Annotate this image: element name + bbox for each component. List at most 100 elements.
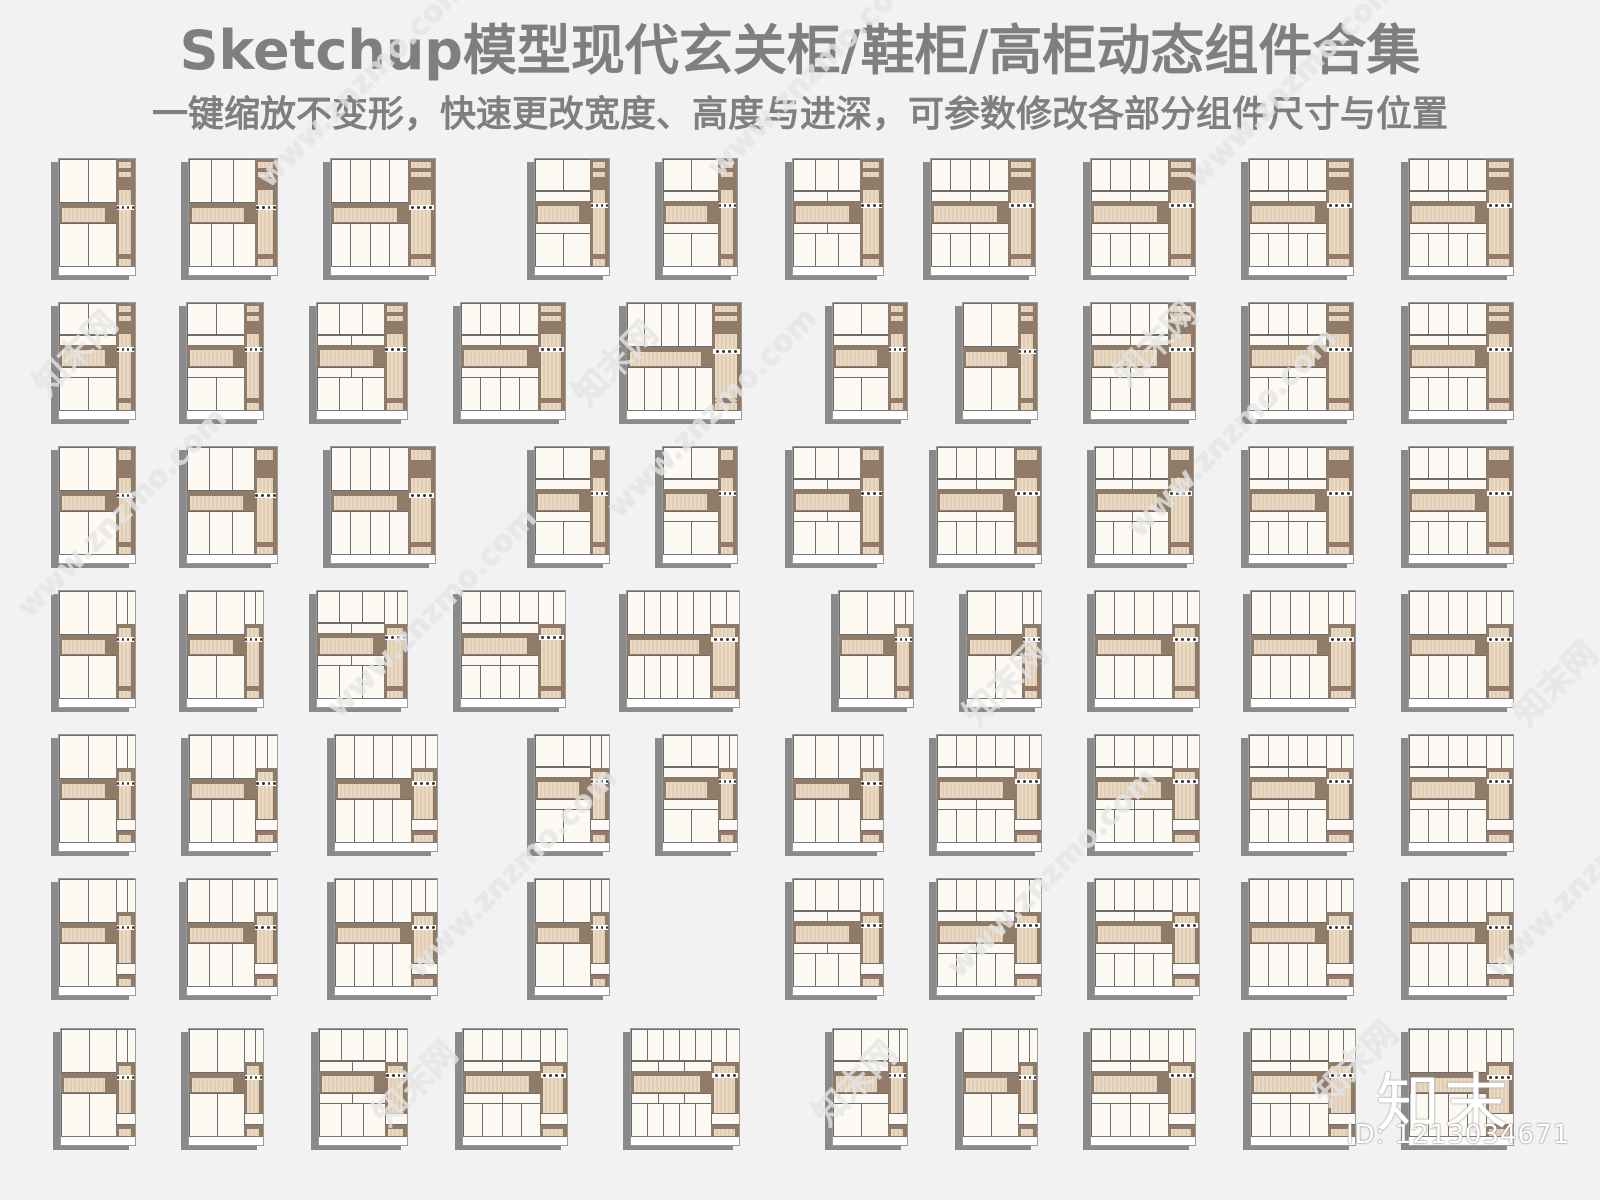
cabinet-door	[59, 591, 89, 635]
cabinet-door	[1447, 159, 1468, 191]
cabinet-door	[937, 953, 958, 990]
hanging-panel	[411, 190, 431, 254]
coat-hooks	[711, 637, 738, 642]
niche-panel	[338, 928, 400, 942]
cabinet-door	[209, 943, 233, 990]
coat-hooks	[117, 781, 134, 786]
cabinet-door	[967, 591, 996, 635]
cabinet-door	[350, 447, 371, 491]
cabinet-door	[1328, 1029, 1344, 1063]
coat-hooks	[861, 781, 882, 786]
hook-icon	[734, 204, 736, 207]
cabinet-model	[1401, 734, 1514, 856]
cabinet-door	[1287, 447, 1308, 479]
coat-hooks	[1327, 491, 1352, 496]
shoe-shelf	[1489, 835, 1509, 844]
cabinet-door	[1129, 233, 1150, 270]
niche-panel	[1098, 640, 1161, 654]
hook-icon	[117, 348, 119, 351]
niche-panel	[62, 784, 105, 798]
cabinet-door	[87, 879, 117, 923]
cabinet-door	[1249, 447, 1270, 479]
shoe-shelf	[119, 259, 131, 268]
hook-icon	[1489, 926, 1492, 929]
cabinet-plinth	[663, 554, 737, 563]
hook-icon	[1019, 350, 1021, 353]
niche-panel	[1098, 782, 1161, 798]
cabinet-door	[1186, 591, 1199, 625]
shoe-shelf	[1171, 1129, 1191, 1138]
hook-icon	[122, 782, 124, 785]
cabinet-door	[1249, 303, 1270, 335]
cabinet-door	[1306, 159, 1327, 191]
hook-icon	[1329, 204, 1332, 207]
cabinet-door	[1095, 953, 1116, 990]
cabinet-door	[956, 809, 977, 846]
cabinet-door	[643, 591, 662, 635]
cabinet-door	[837, 799, 861, 846]
shoe-shelf	[414, 835, 433, 844]
hanging-panel	[1011, 190, 1031, 254]
cabinet-door	[461, 377, 482, 414]
shoe-shelf	[247, 691, 259, 700]
cabinet-body	[316, 302, 408, 420]
cabinet-model	[179, 302, 264, 424]
cabinet-body	[534, 878, 610, 996]
cabinet-door	[189, 159, 212, 203]
cabinet-door	[126, 879, 135, 913]
hook-icon	[879, 782, 882, 785]
cabinet-door	[1409, 943, 1430, 990]
niche-panel	[1094, 1076, 1157, 1092]
cabinet-door	[1287, 233, 1308, 270]
cabinet-door	[1340, 735, 1353, 769]
cabinet-door	[267, 735, 277, 769]
cabinet-body	[662, 158, 738, 276]
cabinet-plinth	[535, 266, 609, 275]
cabinet-door	[211, 223, 234, 270]
cabinet-door	[59, 303, 89, 335]
niche-panel	[630, 640, 699, 654]
shoe-shelf	[119, 835, 131, 844]
cabinet-body	[792, 158, 884, 276]
hook-icon	[1489, 348, 1492, 351]
cabinet-door	[1172, 591, 1188, 625]
hanging-panel	[863, 190, 879, 254]
cabinet-door	[793, 159, 817, 191]
cabinet-door	[535, 233, 564, 270]
cabinet-door	[189, 799, 212, 846]
cabinet-door	[187, 591, 217, 635]
hanging-panel	[119, 1066, 131, 1113]
cabinet-door	[679, 1103, 696, 1140]
cabinet-door	[1306, 735, 1327, 767]
shelf-panel	[1171, 450, 1189, 460]
cabinet-door	[562, 233, 591, 270]
cabinet-door	[339, 303, 363, 335]
shelf-panel	[119, 316, 131, 321]
cabinet-door	[233, 799, 256, 846]
cabinet-door	[187, 655, 217, 702]
cabinet-plinth	[1249, 410, 1353, 419]
cabinet-door	[647, 1029, 664, 1061]
cabinet-plinth	[59, 410, 135, 419]
cabinet-door	[793, 735, 817, 779]
hook-icon	[719, 492, 721, 495]
cabinet-door	[339, 665, 363, 702]
cabinet-body	[936, 734, 1042, 852]
cabinet-door	[1409, 447, 1430, 479]
niche-panel	[1412, 494, 1475, 510]
hook-icon	[245, 638, 247, 641]
shelf-panel	[411, 172, 431, 177]
shoe-shelf	[1329, 259, 1349, 268]
hook-icon	[1177, 204, 1180, 207]
cabinet-door	[1289, 591, 1310, 635]
hook-icon	[1335, 780, 1338, 783]
niche-panel	[630, 352, 701, 366]
hook-icon	[1341, 348, 1344, 351]
shelf-panel	[1329, 316, 1349, 321]
cabinet-door	[1091, 377, 1112, 414]
cabinet-door	[1306, 879, 1327, 923]
cabinet-door	[480, 303, 501, 335]
cabinet-door	[994, 809, 1015, 846]
cabinet-plinth	[1095, 554, 1193, 563]
hook-icon	[261, 206, 265, 209]
